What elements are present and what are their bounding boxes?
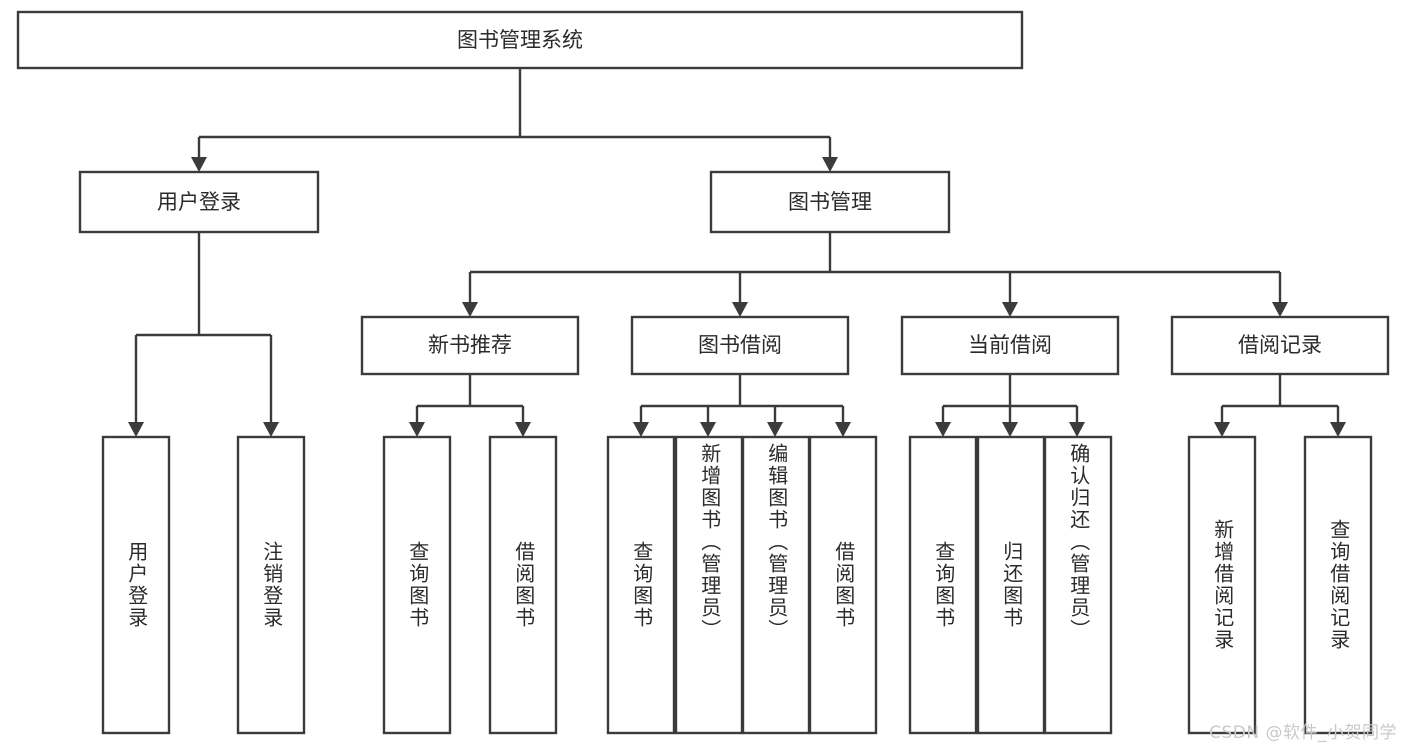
connector-current-borrow-to-leaves: [935, 374, 1085, 437]
leaf-box-user-login-1[interactable]: [236, 435, 306, 735]
leaf-box-current-borrow-1[interactable]: [976, 435, 1046, 735]
connector-new-book-to-leaves: [409, 374, 531, 437]
leaf-box-user-login-0[interactable]: [101, 435, 171, 735]
label-book-management: 图书管理: [788, 190, 872, 214]
leaf-box-new-book-0[interactable]: [382, 435, 452, 735]
watermark-text: CSDN @软件_小贺同学: [1209, 723, 1397, 743]
connector-root-to-level2: [191, 68, 838, 172]
node-book-borrow[interactable]: [630, 315, 850, 376]
leaf-box-book-borrow-2[interactable]: [741, 435, 811, 735]
leaf-box-current-borrow-2[interactable]: [1043, 435, 1113, 735]
connector-book-borrow-to-leaves: [633, 374, 851, 437]
connector-user-login-to-leaves: [128, 232, 279, 437]
label-borrow-record: 借阅记录: [1238, 333, 1322, 357]
label-current-borrow: 当前借阅: [968, 333, 1052, 357]
label-book-borrow: 图书借阅: [698, 333, 782, 357]
node-new-book-recommend[interactable]: [360, 315, 580, 376]
connector-borrow-record-to-leaves: [1214, 374, 1346, 437]
connector-book-manage-to-level3: [462, 232, 1288, 317]
leaf-box-current-borrow-0[interactable]: [908, 435, 978, 735]
node-book-management[interactable]: [709, 170, 951, 234]
label-user-login: 用户登录: [157, 190, 241, 214]
leaf-box-book-borrow-1[interactable]: [674, 435, 744, 735]
node-current-borrow[interactable]: [900, 315, 1120, 376]
leaf-box-borrow-record-0[interactable]: [1187, 435, 1257, 735]
leaf-box-book-borrow-0[interactable]: [606, 435, 676, 735]
node-root-book-management-system[interactable]: [16, 10, 1024, 70]
leaf-box-borrow-record-1[interactable]: [1303, 435, 1373, 735]
node-borrow-record[interactable]: [1170, 315, 1390, 376]
label-new-book-recommend: 新书推荐: [428, 333, 512, 357]
label-root: 图书管理系统: [457, 28, 583, 52]
leaf-box-book-borrow-3[interactable]: [808, 435, 878, 735]
leaf-box-new-book-1[interactable]: [488, 435, 558, 735]
node-user-login[interactable]: [78, 170, 320, 234]
